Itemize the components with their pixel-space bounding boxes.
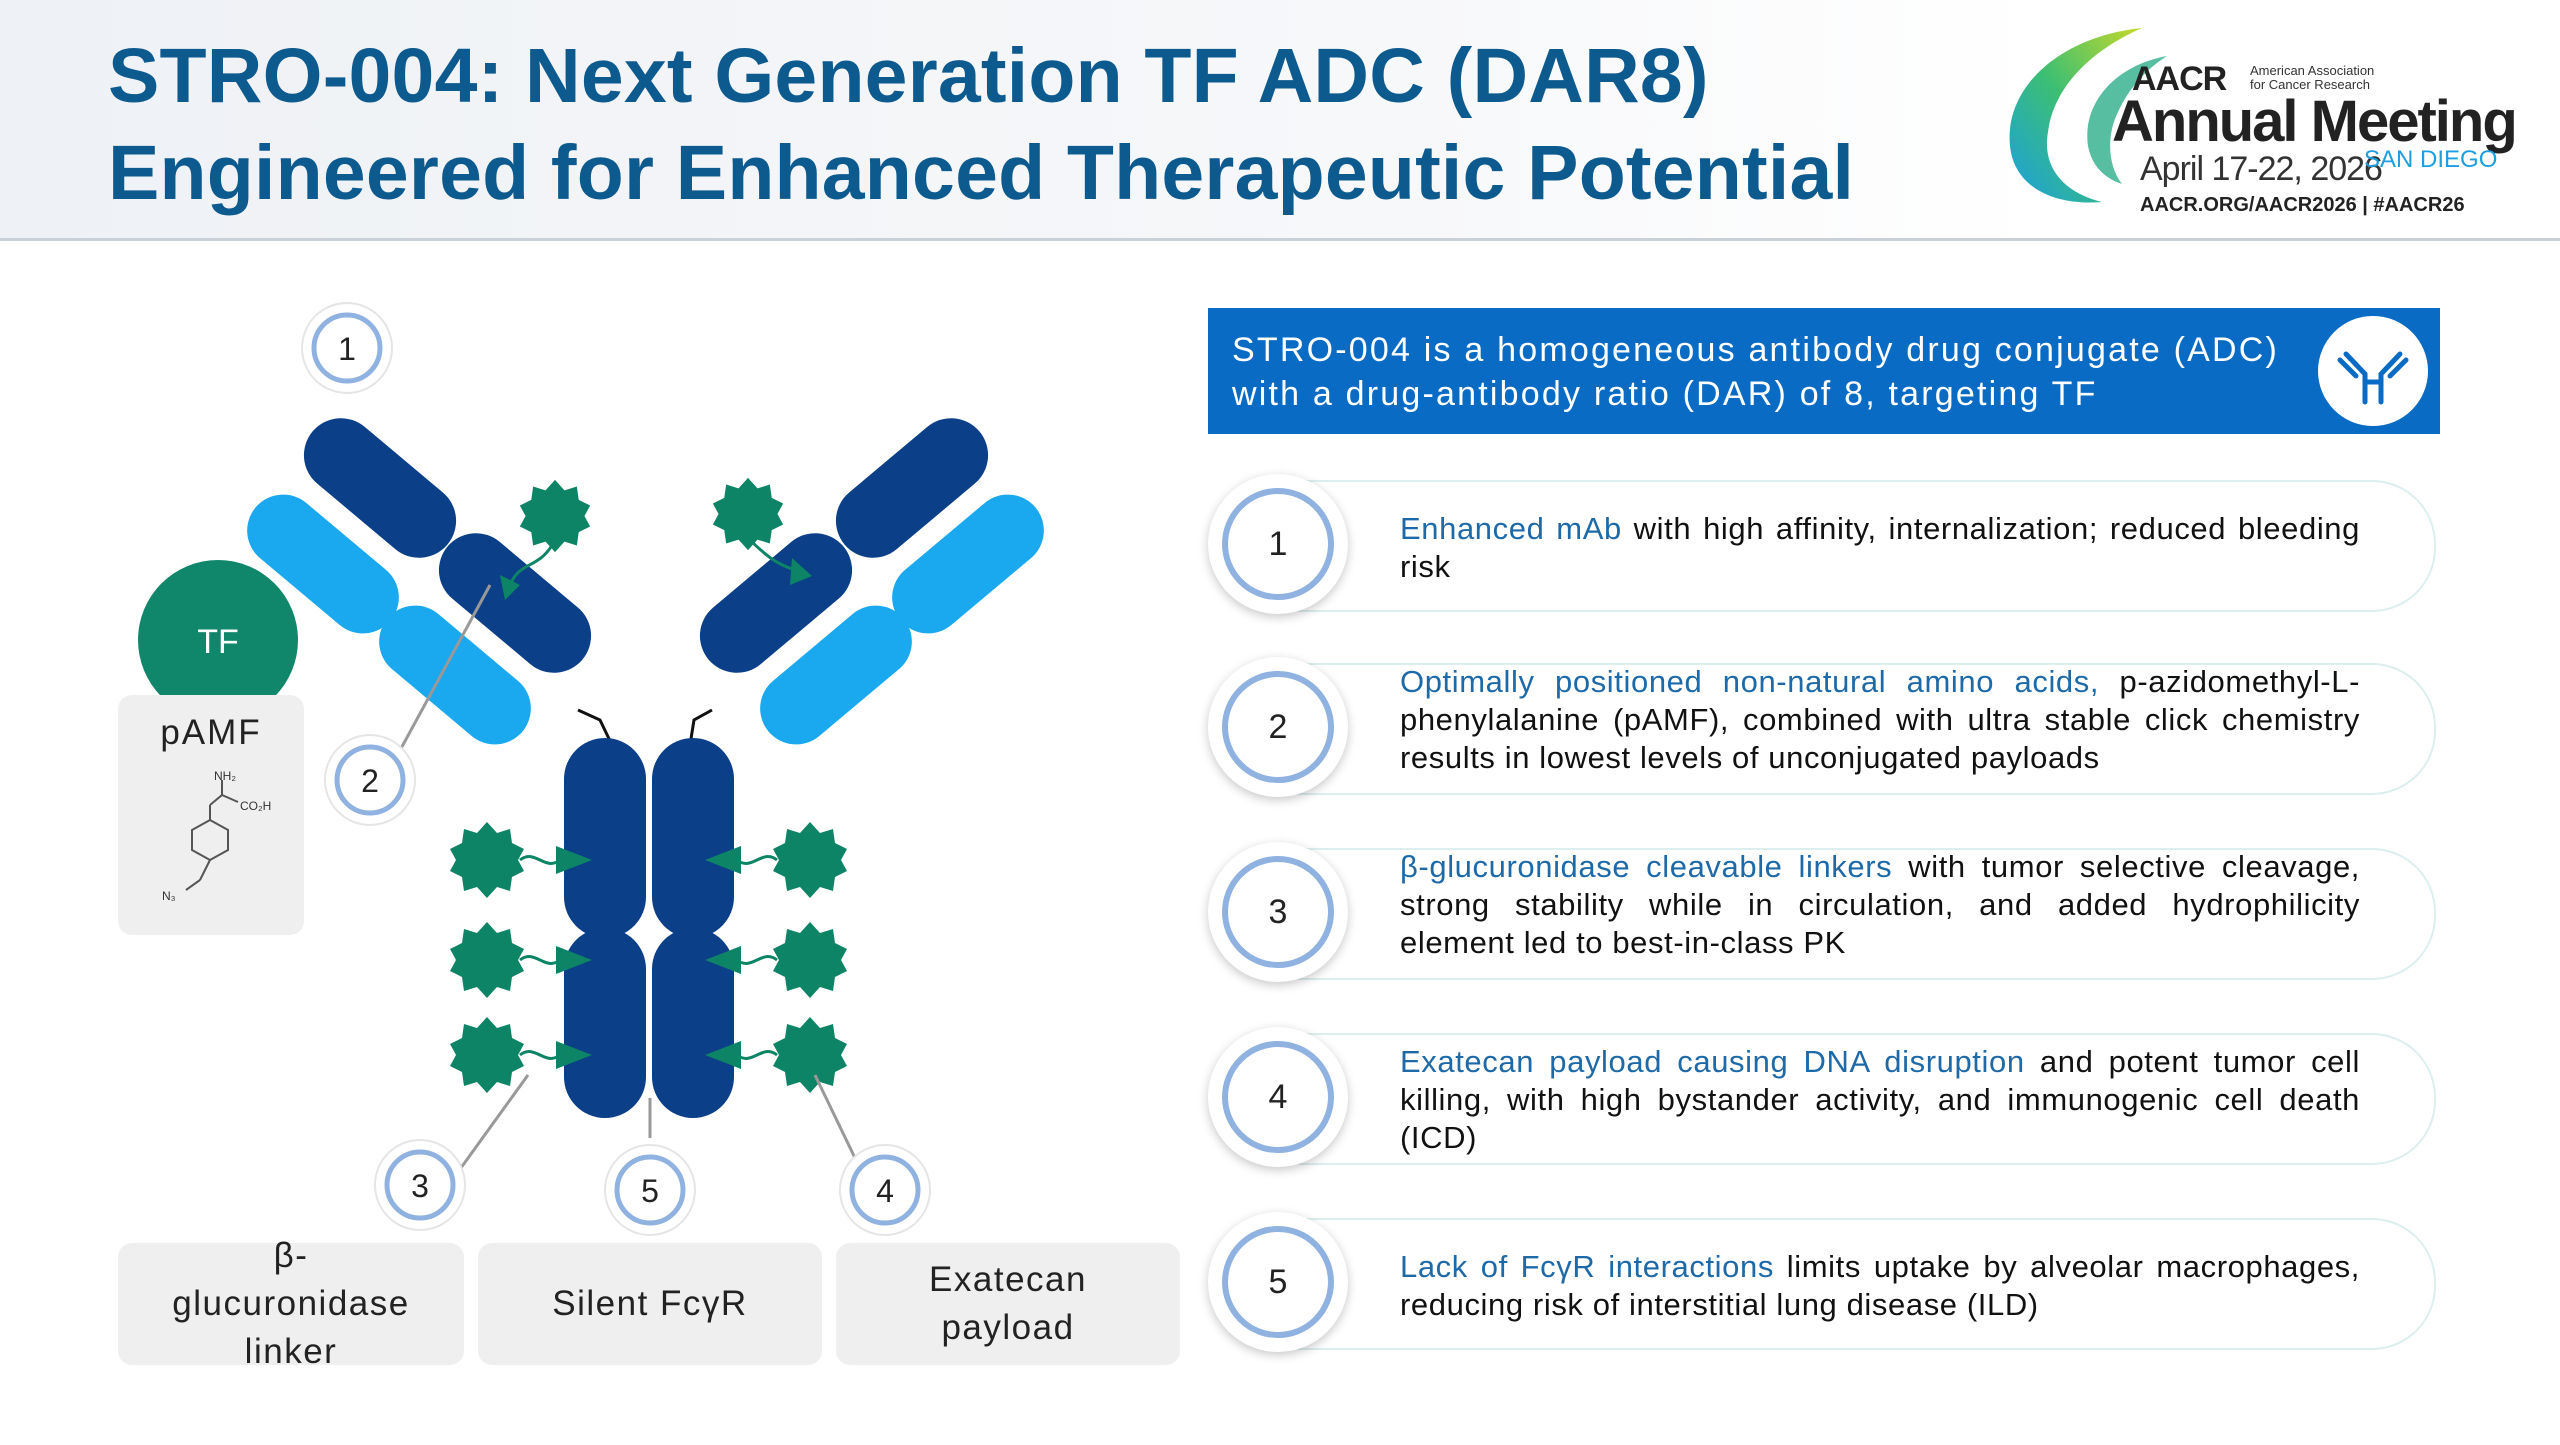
tf-label: TF	[197, 623, 239, 661]
feature-pill	[1298, 480, 2436, 612]
feature-highlight: Enhanced mAb	[1400, 511, 1622, 546]
callout-3: 3	[374, 1139, 466, 1231]
fc-payloads-left	[450, 822, 592, 1093]
banner-text: STRO-004 is a homogeneous antibody drug …	[1232, 331, 2280, 413]
feature-item-4: 4 Exatecan payload causing DNA disruptio…	[1208, 1027, 2440, 1169]
pamf-nh2: NH₂	[214, 769, 236, 783]
pamf-n3: N₃	[162, 889, 176, 903]
feature-description: limits uptake by alveolar macrophages, r…	[1400, 1249, 2360, 1322]
feature-number-badge: 2	[1208, 657, 1348, 797]
feature-number: 2	[1222, 671, 1334, 783]
antibody-illustration: TF pAMF NH₂ CO₂H N₃ 1	[118, 302, 1044, 1236]
feature-text: Lack of FcγR interactions limits uptake …	[1400, 1248, 2360, 1324]
feature-number: 4	[1222, 1041, 1334, 1153]
callout-3-label: 3	[411, 1168, 429, 1204]
pamf-co2h: CO₂H	[240, 799, 271, 813]
feature-description: with high affinity, internalization; red…	[1400, 511, 2360, 584]
page-title: STRO-004: Next Generation TF ADC (DAR8) …	[108, 28, 1854, 222]
feature-highlight: Optimally positioned non-natural amino a…	[1400, 664, 2100, 699]
feature-description: and potent tumor cell killing, with high…	[1400, 1044, 2360, 1155]
logo-org-name: American Association for Cancer Research	[2250, 64, 2374, 92]
feature-number: 1	[1222, 488, 1334, 600]
feature-item-3: 3 β-glucuronidase cleavable linkers with…	[1208, 842, 2440, 984]
payload-label-box: Exatecan payload	[836, 1243, 1180, 1365]
title-line-2: Engineered for Enhanced Therapeutic Pote…	[108, 130, 1855, 216]
feature-pill	[1298, 848, 2436, 980]
arm-payloads	[519, 477, 784, 553]
light-chain-left	[247, 494, 531, 745]
feature-number: 5	[1222, 1226, 1334, 1338]
payload-label: Exatecan payload	[929, 1260, 1087, 1347]
adc-diagram: TF pAMF NH₂ CO₂H N₃ 1	[0, 240, 1200, 1440]
antibody-icon	[2318, 316, 2428, 426]
logo-org-line-2: for Cancer Research	[2250, 77, 2370, 92]
heavy-chain-arm-left	[303, 418, 592, 673]
heavy-chain-arm-right	[699, 418, 989, 673]
hinge-right	[688, 708, 713, 746]
feature-text: Enhanced mAb with high affinity, interna…	[1400, 510, 2360, 586]
feature-description: p-azidomethyl-L-phenylalanine (pAMF), co…	[1400, 664, 2360, 775]
feature-pill	[1298, 1033, 2436, 1165]
callout-5: 5	[604, 1144, 696, 1236]
hinge-left	[577, 708, 614, 746]
logo-aacr-text: AACR	[2132, 60, 2227, 98]
feature-text: β-glucuronidase cleavable linkers with t…	[1400, 848, 2360, 962]
feature-pill	[1298, 1218, 2436, 1350]
aacr-swoosh-graphic	[2009, 28, 2167, 203]
feature-highlight: Lack of FcγR interactions	[1400, 1249, 1774, 1284]
feature-item-5: 5 Lack of FcγR interactions limits uptak…	[1208, 1212, 2440, 1354]
logo-org-line-1: American Association	[2250, 63, 2375, 78]
linker-label-box: β-glucuronidase linker	[118, 1236, 464, 1371]
callout-5-label: 5	[641, 1173, 659, 1209]
feature-number-badge: 1	[1208, 474, 1348, 614]
callout-2: 2	[324, 734, 416, 826]
pamf-structure	[185, 780, 239, 891]
fc-payloads-right	[705, 822, 847, 1093]
header-bar: STRO-004: Next Generation TF ADC (DAR8) …	[0, 0, 2560, 241]
feature-text: Optimally positioned non-natural amino a…	[1400, 663, 2360, 777]
feature-item-2: 2 Optimally positioned non-natural amino…	[1208, 657, 2440, 799]
logo-url: AACR.ORG/AACR2026 | #AACR26	[2140, 194, 2465, 216]
logo-city: SAN DIEGO	[2364, 146, 2498, 173]
light-chain-right	[760, 494, 1044, 745]
pamf-label: pAMF	[160, 713, 261, 752]
title-line-1: STRO-004: Next Generation TF ADC (DAR8)	[108, 33, 1709, 119]
aacr-logo: AACR American Association for Cancer Res…	[1992, 16, 2532, 226]
callout-1: 1	[301, 302, 393, 394]
callout-1-label: 1	[338, 331, 356, 367]
feature-highlight: β-glucuronidase cleavable linkers	[1400, 849, 1893, 884]
tf-antigen	[138, 560, 298, 720]
logo-dates: April 17-22, 2026	[2140, 150, 2383, 188]
feature-number-badge: 4	[1208, 1027, 1348, 1167]
feature-pill	[1298, 663, 2436, 795]
fc-region	[564, 738, 734, 1118]
summary-banner: STRO-004 is a homogeneous antibody drug …	[1208, 308, 2440, 434]
callout-2-label: 2	[361, 763, 379, 799]
fc-label-box: Silent FcγR	[478, 1243, 822, 1365]
feature-number-badge: 3	[1208, 842, 1348, 982]
feature-item-1: 1 Enhanced mAb with high affinity, inter…	[1208, 474, 2440, 616]
callout-4-label: 4	[876, 1173, 894, 1209]
fc-label: Silent FcγR	[552, 1284, 748, 1323]
logo-event-name: Annual Meeting	[2112, 89, 2518, 154]
feature-number-badge: 5	[1208, 1212, 1348, 1352]
feature-highlight: Exatecan payload causing DNA disruption	[1400, 1044, 2025, 1079]
feature-description: with tumor selective cleavage, strong st…	[1400, 849, 2360, 960]
linker-label: β-glucuronidase linker	[172, 1236, 410, 1371]
callout-4: 4	[839, 1144, 931, 1236]
feature-number: 3	[1222, 856, 1334, 968]
feature-text: Exatecan payload causing DNA disruption …	[1400, 1043, 2360, 1157]
